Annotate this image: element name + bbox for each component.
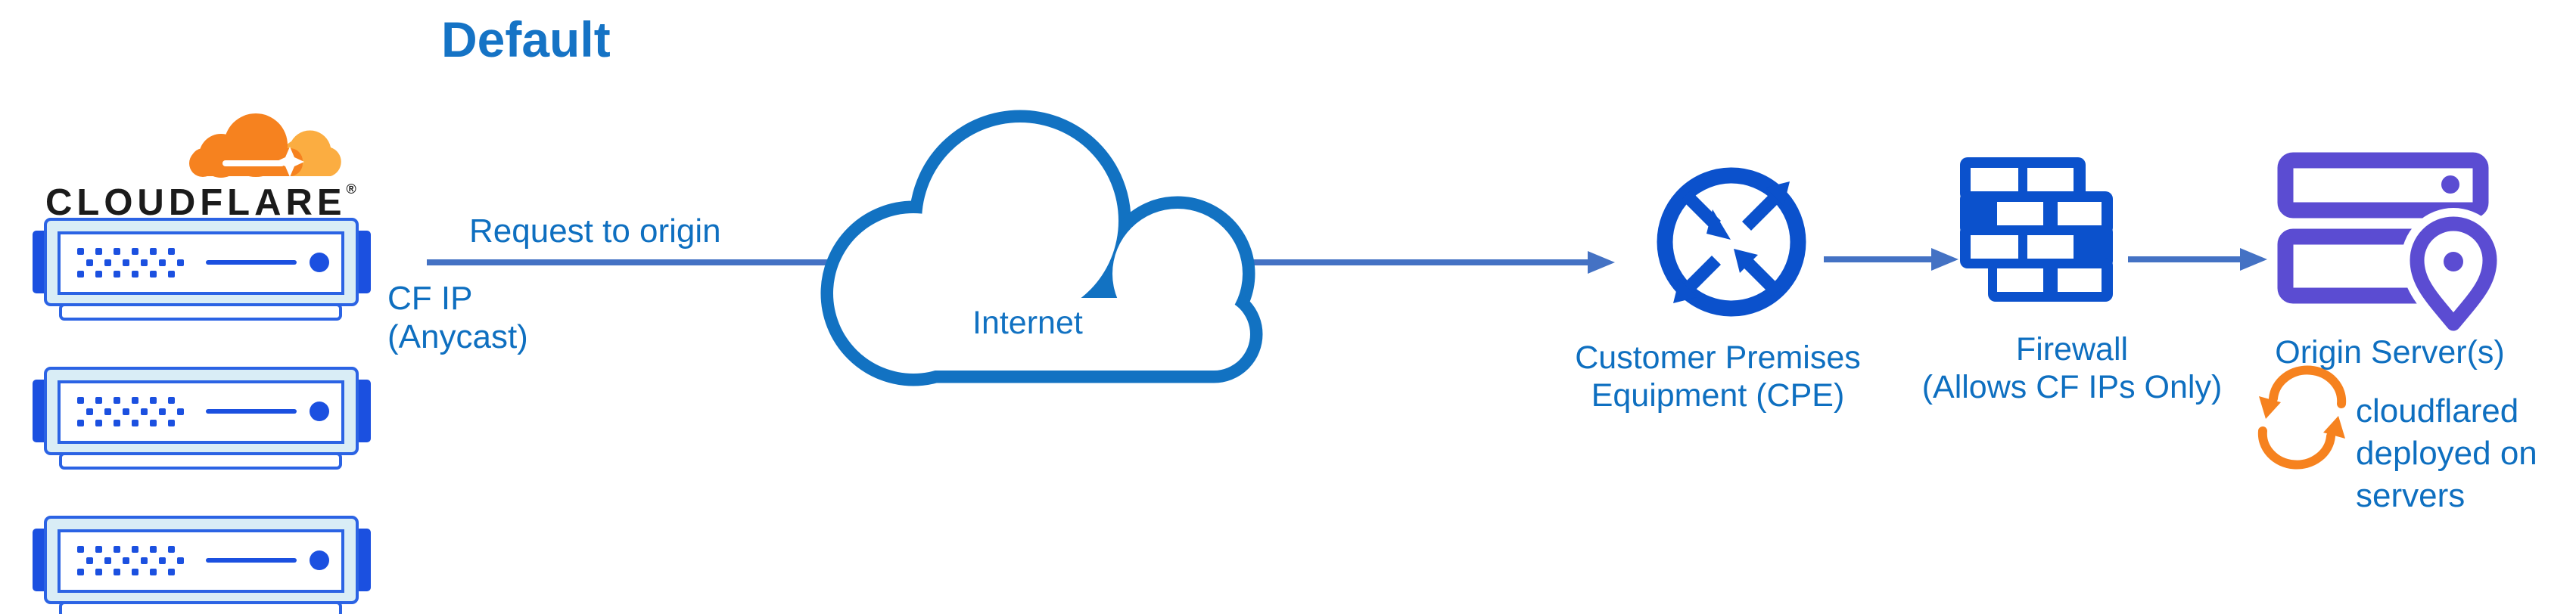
cpe-label: Customer Premises Equipment (CPE) [1575,340,1861,414]
cpe-router-icon [1657,167,1806,317]
origin-servers-icon [2277,152,2506,340]
origin-servers-label: Origin Server(s) [2275,334,2505,371]
cloudflare-logo-icon [189,113,341,178]
cloudflare-wordmark: CLOUDFLARE® [45,181,356,223]
location-pin-icon [2401,208,2506,340]
request-to-origin-label: Request to origin [469,212,721,250]
cf-ip-anycast-label: CF IP (Anycast) [387,280,528,355]
firewall-label: Firewall (Allows CF IPs Only) [1921,331,2223,405]
diagram-title: Default [441,11,611,67]
edge-server-icon [33,218,371,321]
cloudflared-note: cloudflared deployed on servers [2356,392,2537,514]
logo-dark-cloud [189,113,303,178]
sync-icon [2257,365,2347,470]
internet-label: Internet [972,305,1083,341]
logo-slash [222,160,285,166]
arrow-firewall-to-origin [2128,248,2267,271]
logo-sparkle [275,147,304,177]
arrow-cpe-to-firewall [1824,248,1958,271]
edge-server-icon [33,516,371,614]
registered-trademark: ® [346,181,356,197]
firewall-icon [1960,157,2113,302]
internet-cloud-icon [820,110,1263,386]
edge-server-icon [33,367,371,470]
